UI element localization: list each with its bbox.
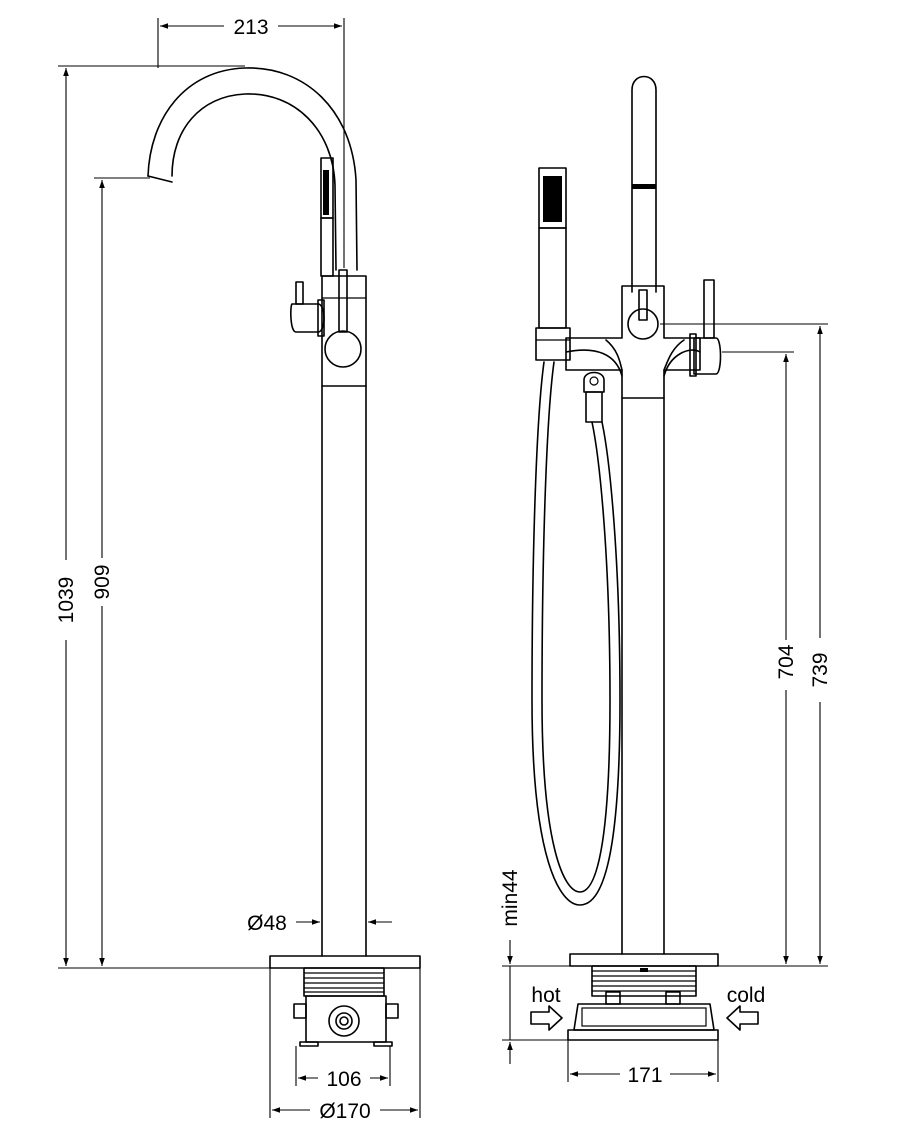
base-plate-front (569, 953, 719, 967)
front-view: hot cold min44 171 704 739 (499, 75, 832, 1087)
handshower-grille (543, 176, 562, 222)
base-plate-side (269, 955, 421, 969)
inlet-outer (328, 1005, 360, 1037)
hose-nut (585, 391, 603, 423)
dim-spout-reach: 213 (233, 16, 268, 39)
box-front-bottom (567, 1029, 719, 1041)
spout-inner (171, 93, 337, 271)
dim-base-diameter: Ø170 (319, 1100, 370, 1123)
dim-total-height: 1039 (55, 577, 78, 624)
label-hot: hot (531, 984, 560, 1007)
mixer-body-front (565, 285, 701, 399)
label-cold: cold (727, 984, 766, 1007)
diverter-front (693, 337, 722, 375)
box-ear-right (385, 1003, 399, 1019)
inlet-stub-left (605, 991, 621, 1005)
hot-arrow-icon (530, 1005, 563, 1031)
handle-knob-front (627, 308, 659, 340)
inlet-inner (335, 1012, 353, 1030)
install-box-side (305, 995, 387, 1043)
hose-connector (583, 371, 605, 393)
diverter-body (290, 303, 325, 333)
lever-side (338, 269, 348, 333)
hose-inner (541, 361, 611, 893)
handle-knob-side (324, 330, 362, 368)
dim-base-width: 171 (627, 1064, 662, 1087)
lever-front (638, 289, 648, 321)
hose-outer (531, 361, 621, 906)
dim-pipe-diameter: Ø48 (247, 912, 287, 935)
box-foot-left (299, 1041, 319, 1047)
collar-threads-front (592, 970, 696, 992)
handshower-side-grille (323, 170, 329, 215)
box-front-inner (581, 1007, 707, 1027)
dim-min-depth: min44 (499, 869, 522, 927)
diverter-lever (295, 281, 304, 305)
inlet-stub-right (665, 991, 681, 1005)
spout-tip (147, 175, 173, 183)
inlet-core (339, 1016, 349, 1026)
dim-handle-height-high: 739 (809, 652, 832, 687)
body-lower-curve-right (663, 339, 685, 371)
dim-handle-height-low: 704 (775, 644, 798, 679)
handshower-side-handle (320, 217, 334, 277)
box-foot-right (373, 1041, 393, 1047)
spout-front-band (632, 184, 656, 189)
spout-outer (147, 67, 358, 271)
side-view: 213 1039 909 Ø48 106 Ø170 (55, 16, 421, 1123)
mixer-body-side (321, 275, 367, 387)
diverter-front-cap (689, 333, 697, 377)
dim-spout-height: 909 (91, 564, 114, 599)
handshower-handle (538, 227, 567, 329)
dim-box-width: 106 (326, 1068, 361, 1091)
body-lower-curve-left (605, 339, 623, 371)
cold-arrow-icon (726, 1005, 759, 1031)
lever-right (703, 279, 715, 339)
collar-threads-side (304, 972, 384, 993)
spout-front (631, 75, 657, 293)
box-ear-left (293, 1003, 307, 1019)
diverter-cap (317, 299, 325, 337)
body-left-scallop (565, 349, 623, 377)
handshower-holder (535, 327, 571, 361)
body-right-scallop (663, 349, 701, 377)
